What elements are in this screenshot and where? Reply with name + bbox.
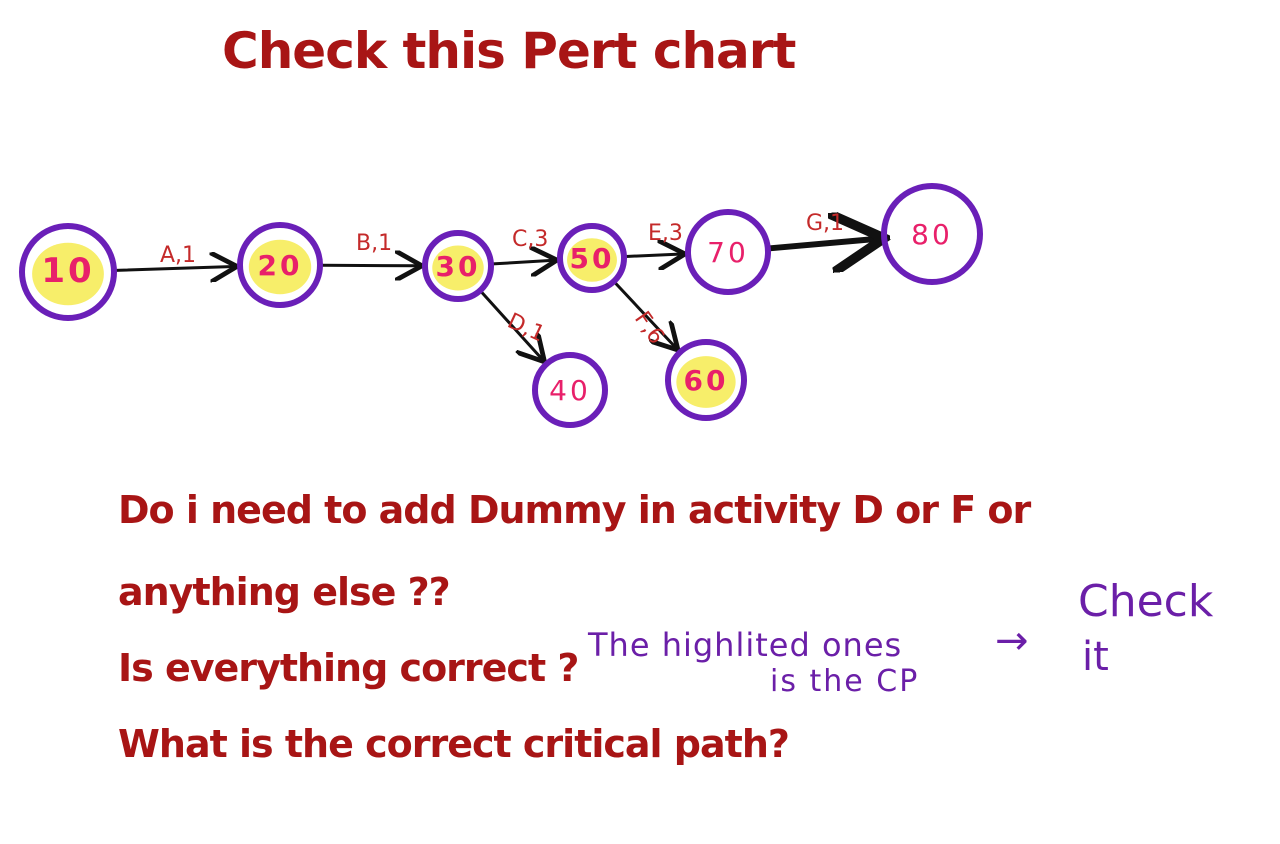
- edge-arrow-n70-n80: [766, 239, 878, 249]
- node-ring: [19, 223, 117, 321]
- annotation-check: Check: [1078, 576, 1214, 627]
- node-50: 50: [557, 223, 627, 293]
- node-10: 10: [19, 223, 117, 321]
- node-ring: [557, 223, 627, 293]
- annotation-it: it: [1082, 634, 1109, 680]
- edge-label-b1: B,1: [356, 231, 392, 256]
- edge-arrow-n20-n30: [320, 265, 419, 266]
- node-label: 60: [684, 364, 729, 397]
- node-label: 50: [570, 242, 615, 275]
- question-critical-path: What is the correct critical path?: [118, 722, 790, 766]
- edge-arrow-n50-n60: [613, 281, 676, 348]
- node-label: 70: [707, 236, 749, 269]
- question-dummy-cont: anything else ??: [118, 570, 451, 614]
- edge-label-g1: G,1: [806, 211, 844, 236]
- node-label: 20: [258, 249, 303, 282]
- question-dummy: Do i need to add Dummy in activity D or …: [118, 488, 1031, 532]
- node-70: 70: [685, 209, 771, 295]
- node-highlight: [432, 245, 484, 291]
- node-ring: [881, 183, 983, 285]
- edge-arrow-n50-n70: [624, 254, 682, 256]
- node-30: 30: [422, 230, 494, 302]
- node-highlight: [32, 242, 104, 306]
- node-60: 60: [665, 339, 747, 421]
- node-highlight: [248, 239, 312, 295]
- question-correct: Is everything correct ?: [118, 646, 579, 690]
- node-ring: [422, 230, 494, 302]
- edge-arrow-n30-n50: [491, 260, 554, 264]
- node-ring: [685, 209, 771, 295]
- edge-label-c3: C,3: [512, 227, 548, 252]
- edge-arrow-n30-n40: [479, 290, 542, 360]
- edge-label-a1: A,1: [160, 243, 196, 268]
- node-label: 30: [436, 250, 481, 283]
- node-ring: [665, 339, 747, 421]
- edge-label-f6: F,6: [629, 307, 669, 349]
- annotation-is-cp: is the CP: [770, 664, 920, 699]
- node-40: 40: [532, 352, 608, 428]
- node-label: 40: [549, 374, 591, 407]
- node-label: 10: [41, 251, 94, 291]
- annotation-arrow: →: [995, 618, 1029, 664]
- node-highlight: [567, 238, 617, 282]
- node-highlight: [676, 356, 736, 408]
- node-label: 80: [911, 218, 953, 251]
- edge-label-e3: E,3: [648, 221, 683, 246]
- node-20: 20: [237, 222, 323, 308]
- node-80: 80: [881, 183, 983, 285]
- edge-label-d1: D,1: [503, 309, 548, 348]
- page-title: Check this Pert chart: [222, 22, 796, 80]
- annotation-highlighted: The highlited ones: [588, 626, 903, 664]
- node-ring: [237, 222, 323, 308]
- edge-arrow-n10-n20: [114, 267, 234, 271]
- node-ring: [532, 352, 608, 428]
